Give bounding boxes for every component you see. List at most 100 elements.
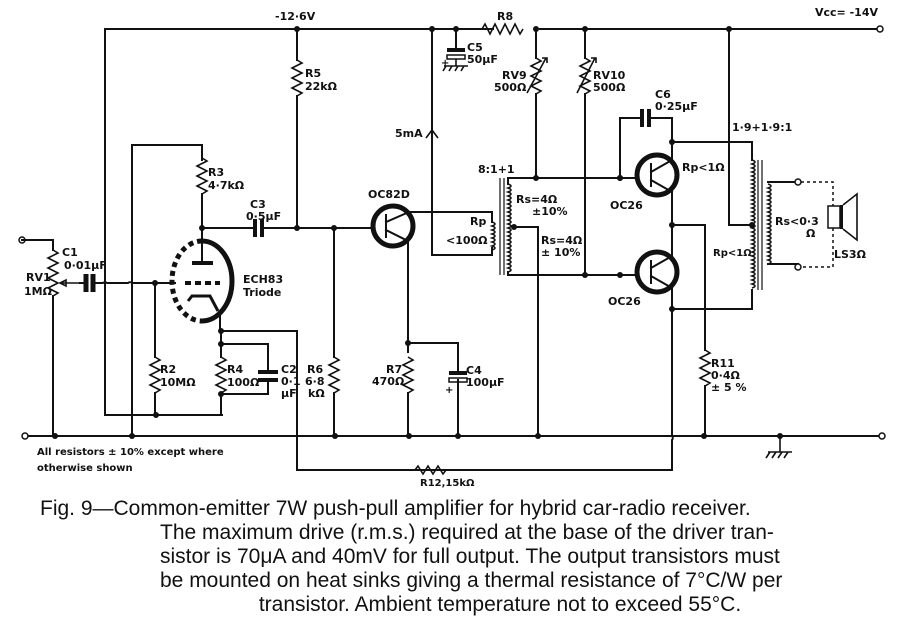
- c1-value: 0·01μF: [64, 259, 107, 272]
- r4-ref: R4: [227, 363, 243, 376]
- vcc-terminal: [876, 25, 884, 33]
- caption-line-2: The maximum drive (r.m.s.) required at t…: [160, 521, 774, 544]
- figure-caption: Fig. 9—Common-emitter 7W push-pull ampli…: [40, 497, 900, 617]
- r11-resistor: [698, 349, 712, 387]
- speaker-label: LS3Ω: [834, 248, 867, 261]
- r12-label: R12,15kΩ: [420, 478, 475, 489]
- c2-value: 0·1: [281, 375, 301, 388]
- r5-ref: R5: [305, 67, 321, 80]
- t1-rs1-tol: ±10%: [532, 205, 568, 218]
- rv1-wiper-icon: [58, 278, 80, 288]
- c2-ref: C2: [281, 363, 297, 376]
- c5-ref: C5: [467, 41, 483, 54]
- caption-line-4: be mounted on heat sinks giving a therma…: [160, 569, 783, 592]
- upper-transistor-type: OC26: [610, 199, 643, 212]
- rv9-ref: RV9: [502, 69, 527, 82]
- lower-transistor-type: OC26: [608, 295, 641, 308]
- t1-core: [499, 178, 505, 275]
- r8-resistor: [481, 22, 524, 36]
- r6-resistor: [327, 356, 341, 394]
- valve-type: ECH83: [243, 273, 283, 286]
- t2-rs-label: Rs<0·3: [775, 215, 819, 228]
- c2-unit: μF: [281, 387, 297, 400]
- c5-ground-icon: [442, 59, 468, 72]
- oc82d-driver-transistor: [370, 203, 433, 353]
- tolerance-note-line2: otherwise shown: [37, 463, 133, 474]
- t2-secondary-winding: [765, 183, 772, 265]
- rail-return-wire: [104, 28, 157, 416]
- current-label: 5mA: [395, 127, 423, 140]
- r8-ref: R8: [497, 10, 513, 23]
- r2-ref: R2: [160, 363, 176, 376]
- driver-type: OC82D: [368, 188, 410, 201]
- c5-value: 50μF: [467, 53, 498, 66]
- c3-value: 0·5μF: [246, 210, 281, 223]
- c1-capacitor: [83, 274, 96, 292]
- speaker-leads: [801, 181, 834, 268]
- r11-value: 0·4Ω: [711, 369, 740, 382]
- r2-resistor: [148, 356, 162, 394]
- rv10-value: 500Ω: [593, 81, 626, 94]
- r5-resistor: [290, 59, 304, 97]
- caption-line-1: Fig. 9—Common-emitter 7W push-pull ampli…: [40, 497, 751, 520]
- t1-rp-label: Rp: [470, 215, 486, 228]
- c6-ref: C6: [655, 88, 671, 101]
- t1-primary-winding: [489, 221, 496, 251]
- chassis-ground-icon: [765, 436, 792, 459]
- tolerance-note-line1: All resistors ± 10% except where: [37, 447, 224, 458]
- t2-rs-unit: Ω: [806, 227, 816, 240]
- rv1-ref: RV1: [26, 271, 51, 284]
- c3-ref: C3: [250, 198, 266, 211]
- valve-section: Triode: [243, 286, 281, 299]
- rv10-ref: RV10: [593, 69, 626, 82]
- t1-rp-value: <100Ω: [446, 234, 488, 247]
- c2-capacitor: [258, 370, 278, 382]
- rv9-value: 500Ω: [494, 81, 527, 94]
- r2-value: 10MΩ: [160, 376, 196, 389]
- rv1-potentiometer: [46, 249, 60, 297]
- t2-core: [757, 160, 763, 290]
- svg-text:+: +: [445, 385, 453, 396]
- circuit-schematic: -12·6V Vcc= -14V RV1 1MΩ C1 0·01μF R2 10…: [18, 6, 886, 489]
- t1-ratio: 8:1+1: [478, 163, 515, 176]
- r6-value: 6·8: [305, 375, 325, 388]
- current-arrow-icon: [425, 128, 439, 139]
- rv9-variable-resistor: [529, 57, 543, 95]
- r4-value: 100Ω: [227, 376, 260, 389]
- svg-text:+: +: [441, 58, 449, 69]
- r12-resistor: [414, 464, 447, 476]
- upper-rp-label: Rp<1Ω: [682, 161, 725, 174]
- oc26-lower-transistor: [296, 224, 680, 471]
- r11-ref: R11: [711, 357, 735, 370]
- r5-value: 22kΩ: [305, 80, 338, 93]
- t1-rs2-tol: ± 10%: [541, 246, 580, 259]
- r11-tolerance: ± 5 %: [711, 381, 747, 394]
- t1-rs1-label: Rs=4Ω: [516, 193, 558, 206]
- c3-capacitor: [253, 219, 264, 237]
- r7-resistor: [401, 356, 415, 394]
- c4-value: 100μF: [466, 376, 505, 389]
- t1-rs2-label: Rs=4Ω: [541, 234, 583, 247]
- ground-rail: [21, 432, 886, 440]
- t1-secondary-winding: [505, 183, 512, 273]
- caption-line-3: sistor is 70μA and 40mV for full output.…: [160, 545, 780, 568]
- rv10-variable-resistor: [578, 57, 592, 95]
- r3-ref: R3: [208, 166, 224, 179]
- r6-unit: kΩ: [308, 387, 325, 400]
- r3-value: 4·7kΩ: [208, 179, 245, 192]
- rv1-value: 1MΩ: [24, 285, 53, 298]
- ech83-triode-valve: [169, 227, 235, 331]
- c1-ref: C1: [62, 246, 78, 259]
- c6-capacitor: [640, 109, 651, 127]
- t2-ratio: 1·9+1·9:1: [732, 121, 792, 134]
- oc26-upper-transistor: [634, 141, 680, 226]
- r7-ref: R7: [386, 363, 402, 376]
- r6-ref: R6: [307, 363, 323, 376]
- c6-value: 0·25μF: [655, 100, 698, 113]
- c4-ref: C4: [466, 364, 482, 377]
- vcc-label: Vcc= -14V: [815, 6, 878, 19]
- r7-value: 470Ω: [372, 375, 405, 388]
- r4-resistor: [214, 356, 228, 394]
- loudspeaker-icon: [827, 192, 858, 242]
- r3-resistor: [195, 157, 209, 195]
